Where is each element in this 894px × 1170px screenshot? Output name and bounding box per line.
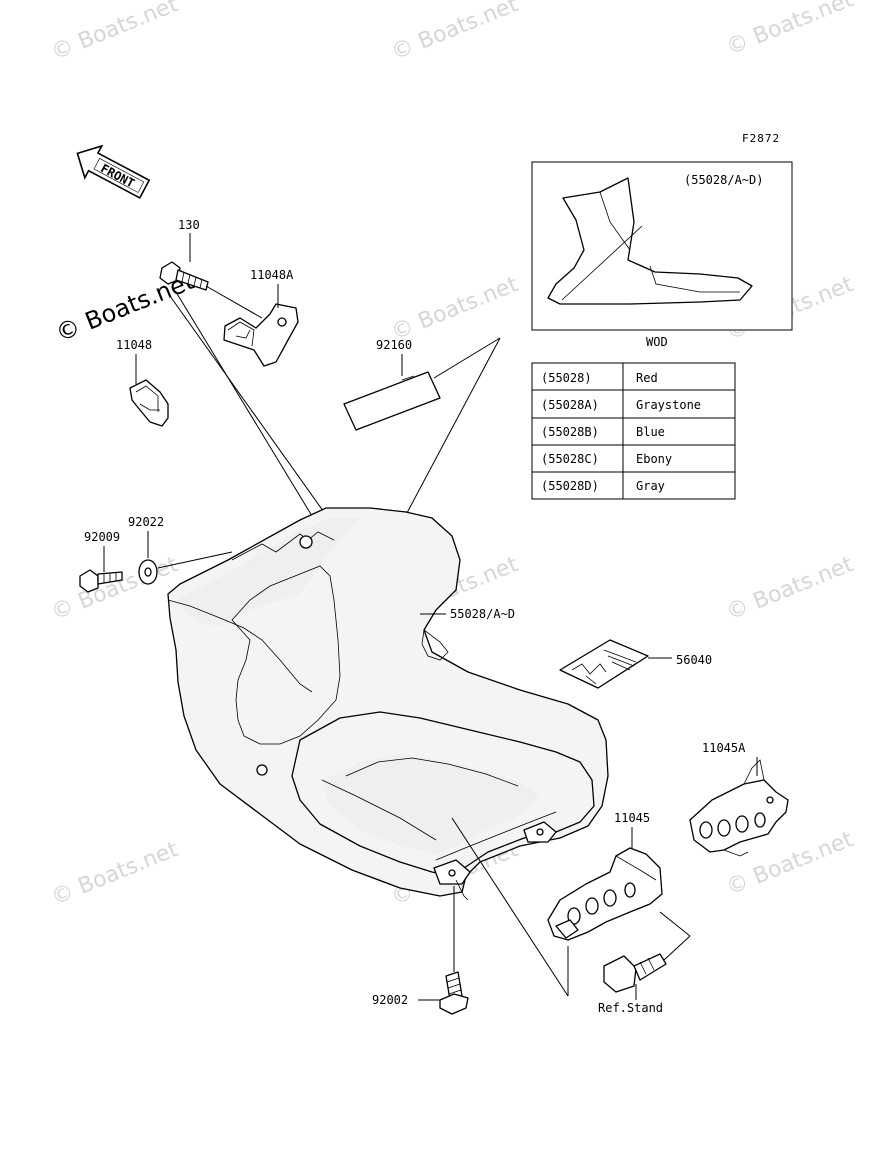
inset-panel: (55028/A~D) WOD [531,161,793,349]
callout-56040: 56040 [676,653,712,667]
table-color: Ebony [636,452,672,466]
table-code: (55028C) [541,452,599,466]
callout-92160: 92160 [376,338,412,352]
bracket-11045-icon [547,847,663,941]
front-arrow-icon: FRONT [76,144,151,199]
inset-caption: WOD [646,335,668,349]
watermark: © Boats.net [48,837,182,911]
table-color: Gray [636,479,665,493]
callout-11048A: 11048A [250,268,294,282]
callout-11048: 11048 [116,338,152,352]
watermark: © Boats.net [48,0,182,66]
watermark: © Boats.net [388,0,522,66]
bolt-92002-icon [439,971,469,1015]
pad-92160-icon [343,371,441,431]
label-56040-icon [559,639,649,689]
figure-code: F2872 [742,132,780,145]
watermark: © Boats.net [723,0,857,61]
watermark: © Boats.net [48,552,182,626]
table-code: (55028D) [541,479,599,493]
callout-92002: 92002 [372,993,408,1007]
color-table: (55028) Red (55028A) Graystone (55028B) … [531,362,736,500]
table-code: (55028) [541,371,592,385]
bracket-11045A-icon [689,759,789,857]
table-color: Red [636,371,658,385]
clip-11048-icon [129,379,169,427]
stand-bolt-icon [603,953,667,993]
callout-11045: 11045 [614,811,650,825]
table-color: Blue [636,425,665,439]
bolt-92009-icon [79,569,123,593]
inset-label: (55028/A~D) [684,173,763,187]
table-color: Graystone [636,398,701,412]
lower-cowl-55028 [167,507,609,901]
callout-ref-stand: Ref.Stand [598,1001,663,1015]
callout-92022: 92022 [128,515,164,529]
callout-55028: 55028/A~D [450,607,515,621]
callout-11045A: 11045A [702,741,746,755]
table-code: (55028A) [541,398,599,412]
washer-92022-icon [138,559,158,585]
callout-92009: 92009 [84,530,120,544]
watermark: © Boats.net [723,552,857,626]
callout-130: 130 [178,218,200,232]
table-code: (55028B) [541,425,599,439]
bracket-11048A-icon [223,303,299,367]
watermark: © Boats.net [388,272,522,346]
bolt-130-icon [159,261,209,291]
